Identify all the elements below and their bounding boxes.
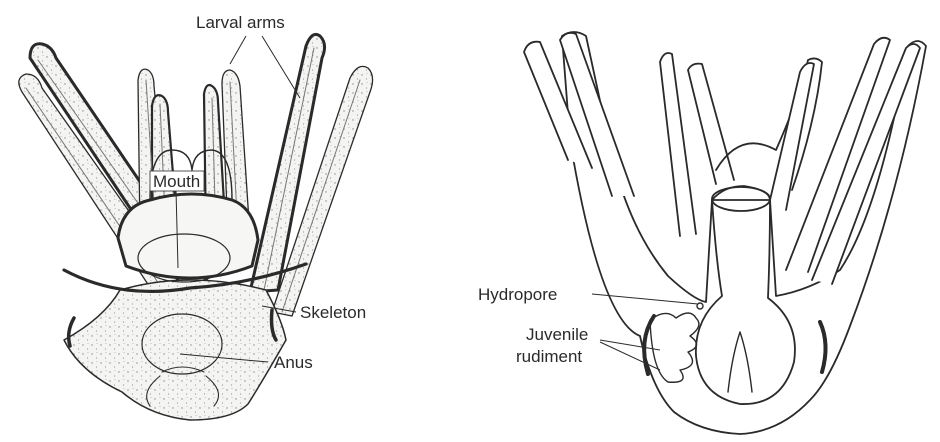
mouth-label: Mouth [153, 172, 200, 191]
anus-label: Anus [274, 353, 313, 372]
oral-hood [118, 194, 258, 278]
larval-body [64, 280, 286, 420]
juvenile-rudiment-label-line2: rudiment [516, 347, 582, 366]
skeleton-label: Skeleton [300, 303, 366, 322]
larval-arms-label: Larval arms [196, 13, 285, 32]
juvenile-rudiment-label-line1: Juvenile [526, 325, 588, 344]
outline-larva [524, 32, 926, 434]
pluteus-larva [19, 34, 373, 420]
hydropore-label: Hydropore [478, 285, 557, 304]
outline-arm-4 [688, 64, 734, 184]
